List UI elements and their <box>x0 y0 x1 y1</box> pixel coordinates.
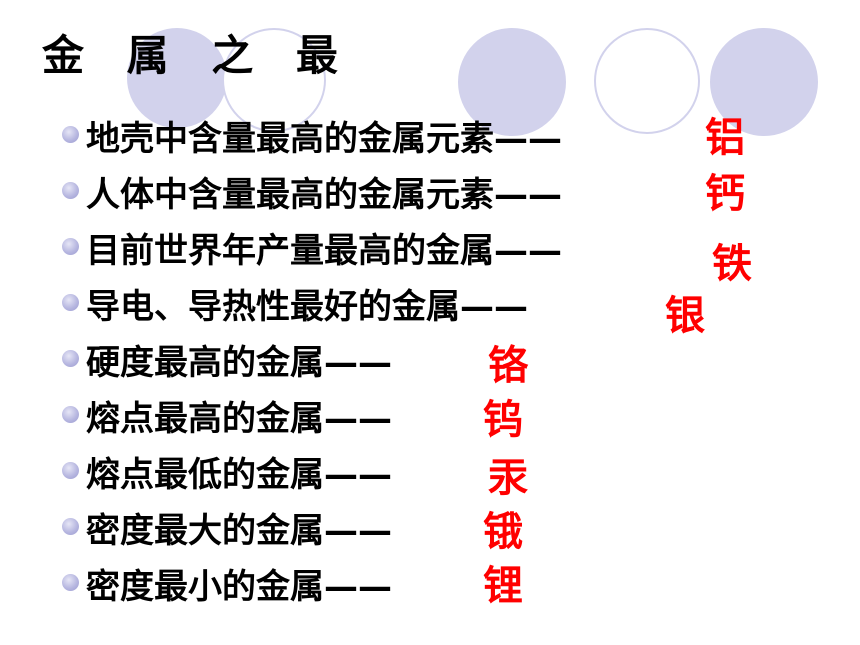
item-answer: 钨 <box>483 397 523 443</box>
item-text: 地壳中含量最高的金属元素—— <box>86 119 562 159</box>
list-item: 密度最大的金属—— 锇 <box>0 497 860 555</box>
item-text: 密度最小的金属—— <box>86 567 392 607</box>
deco-circle-2 <box>222 28 326 132</box>
list-item: 导电、导热性最好的金属—— 银 <box>0 273 860 339</box>
item-answer: 铝 <box>705 115 745 161</box>
bullet-icon <box>62 462 79 479</box>
deco-circle-5 <box>710 28 818 136</box>
bullet-icon <box>62 518 79 535</box>
item-text: 密度最大的金属—— <box>86 511 392 551</box>
bullet-icon <box>62 574 79 591</box>
item-text: 熔点最高的金属—— <box>86 399 392 439</box>
bullet-icon <box>62 294 79 311</box>
page-title: 金 属 之 最 <box>42 31 352 80</box>
bullet-icon <box>62 406 79 423</box>
item-answer: 钙 <box>705 171 745 217</box>
item-answer: 汞 <box>488 455 528 501</box>
item-answer: 银 <box>665 293 705 339</box>
item-answer: 锇 <box>483 509 523 555</box>
list-item: 熔点最低的金属—— 汞 <box>0 441 860 501</box>
bullet-icon <box>62 350 79 367</box>
item-answer: 锂 <box>483 563 523 609</box>
list-item: 硬度最高的金属—— 铬 <box>0 329 860 389</box>
item-text: 目前世界年产量最高的金属—— <box>86 231 562 271</box>
list-item: 地壳中含量最高的金属元素—— 铝 <box>0 105 860 161</box>
item-text: 熔点最低的金属—— <box>86 455 392 495</box>
item-text: 人体中含量最高的金属元素—— <box>86 175 562 215</box>
deco-circle-4 <box>594 28 700 134</box>
item-answer: 铬 <box>488 343 528 389</box>
list-item: 目前世界年产量最高的金属—— 铁 <box>0 217 860 287</box>
deco-circle-3 <box>458 28 566 136</box>
item-text: 导电、导热性最好的金属—— <box>86 287 528 327</box>
list-item: 密度最小的金属—— 锂 <box>0 553 860 609</box>
deco-circle-1 <box>127 28 227 128</box>
list-item: 人体中含量最高的金属元素—— 钙 <box>0 161 860 217</box>
bullet-icon <box>62 126 79 143</box>
list-item: 熔点最高的金属—— 钨 <box>0 385 860 443</box>
bullet-icon <box>62 182 79 199</box>
item-answer: 铁 <box>712 241 752 287</box>
bullet-icon <box>62 238 79 255</box>
item-text: 硬度最高的金属—— <box>86 343 392 383</box>
